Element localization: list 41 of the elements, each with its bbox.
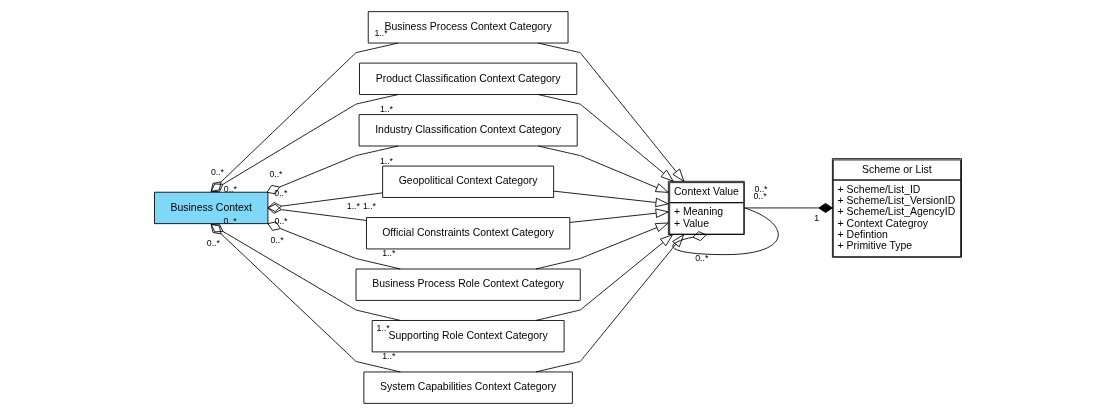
label: 0..* [270, 234, 284, 245]
label: 1..* [382, 350, 396, 361]
node-box: System Capabilities Context Category [363, 371, 573, 404]
arrow [569, 208, 669, 223]
node-box: Industry Classification Context Category [358, 114, 578, 147]
connector [210, 94, 399, 193]
label: 1..* [379, 155, 394, 166]
arrow [537, 42, 685, 182]
node-box: Product Classification Context Category [359, 62, 578, 95]
connector [743, 202, 833, 213]
connector [267, 221, 401, 270]
connector [672, 207, 779, 256]
arrow [535, 234, 685, 373]
arrow [535, 222, 669, 270]
connector [210, 224, 401, 373]
connector [267, 203, 367, 221]
label: 1..* [376, 323, 390, 334]
label: 0..* [206, 237, 220, 248]
label: 1..* [362, 201, 377, 212]
connector [210, 42, 399, 192]
label: 1..* [382, 247, 396, 258]
label: 1 [814, 213, 820, 224]
node-box: Geopolitical Context Category [382, 165, 555, 198]
arrow [553, 190, 669, 208]
label: 1..* [374, 28, 388, 39]
arrow [535, 234, 673, 321]
label: 0..* [223, 215, 237, 226]
label: 0..* [210, 167, 224, 178]
connector [210, 223, 401, 321]
connector [266, 145, 399, 195]
arrow [537, 145, 669, 193]
label: 1..* [346, 200, 360, 211]
node-box: Official Constraints Context Category [366, 217, 571, 250]
label: 0..* [274, 187, 288, 198]
label: 0..* [274, 216, 288, 227]
arrow [537, 94, 674, 182]
connector [267, 192, 383, 212]
label: 0..* [695, 253, 709, 264]
label: 0..* [269, 169, 283, 180]
label: 1..* [379, 104, 394, 115]
node-box: Business Process Role Context Category [355, 268, 581, 301]
